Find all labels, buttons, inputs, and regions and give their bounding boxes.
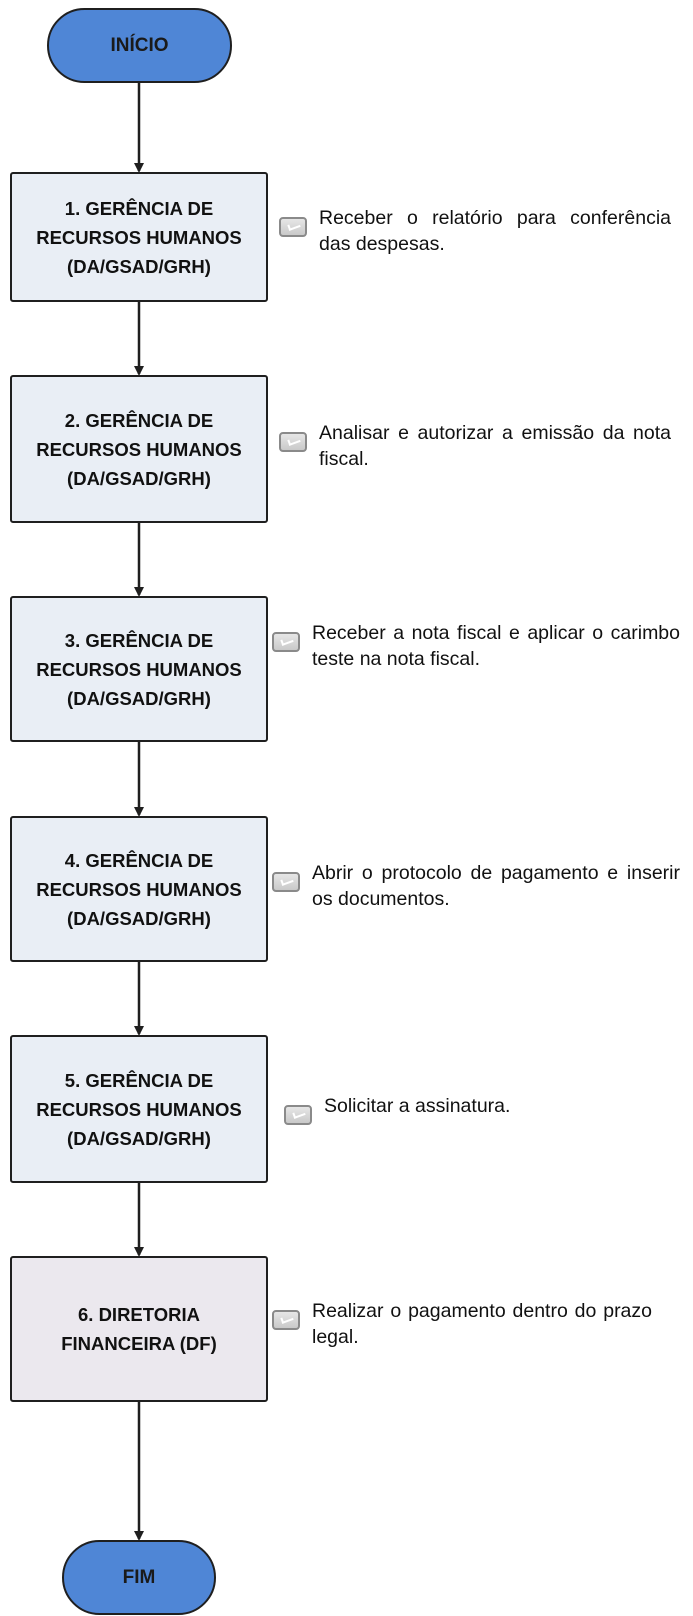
step-note-4: Abrir o protocolo de pagamento e inserir…: [272, 860, 680, 912]
end-label: FIM: [122, 1566, 156, 1588]
step-title: 1. GERÊNCIA DE RECURSOS HUMANOS (DA/GSAD/G…: [36, 194, 242, 281]
step-title: 6. DIRETORIA FINANCEIRA (DF): [61, 1300, 217, 1358]
step-box-4: 4. GERÊNCIA DE RECURSOS HUMANOS (DA/GSAD/G…: [10, 816, 268, 962]
step-title-line: 1. GERÊNCIA DE: [64, 197, 214, 219]
step-title-line: 2. GERÊNCIA DE: [64, 409, 214, 431]
step-title-line: (DA/GSAD/GRH): [67, 687, 211, 709]
start-label: INÍCIO: [110, 34, 169, 56]
step-box-6: 6. DIRETORIA FINANCEIRA (DF): [10, 1256, 268, 1402]
note-icon: [279, 217, 307, 237]
step-title-line: (DA/GSAD/GRH): [67, 907, 211, 929]
step-box-3: 3. GERÊNCIA DE RECURSOS HUMANOS (DA/GSAD/G…: [10, 596, 268, 742]
step-note-text: Realizar o pagamento dentro do prazo leg…: [312, 1300, 652, 1348]
step-title-line: RECURSOS HUMANOS: [36, 438, 242, 460]
step-title: 3. GERÊNCIA DE RECURSOS HUMANOS (DA/GSAD/G…: [36, 626, 242, 713]
step-title: 4. GERÊNCIA DE RECURSOS HUMANOS (DA/GSAD/G…: [36, 846, 242, 933]
step-box-1: 1. GERÊNCIA DE RECURSOS HUMANOS (DA/GSAD/G…: [10, 172, 268, 302]
step-title-line: FINANCEIRA (DF): [61, 1333, 217, 1354]
note-icon: [279, 432, 307, 452]
end-terminal: FIM: [62, 1540, 216, 1615]
step-box-2: 2. GERÊNCIA DE RECURSOS HUMANOS (DA/GSAD/G…: [10, 375, 268, 523]
step-title: 2. GERÊNCIA DE RECURSOS HUMANOS (DA/GSAD/G…: [36, 406, 242, 493]
step-title-line: (DA/GSAD/GRH): [67, 467, 211, 489]
step-title-line: RECURSOS HUMANOS: [36, 658, 242, 680]
step-note-text: Solicitar a assinatura.: [324, 1095, 511, 1117]
step-title: 5. GERÊNCIA DE RECURSOS HUMANOS (DA/GSAD/G…: [36, 1066, 242, 1153]
step-note-5: Solicitar a assinatura.: [284, 1093, 676, 1125]
step-note-1: Receber o relatório para conferência das…: [279, 205, 671, 257]
step-note-2: Analisar e autorizar a emissão da nota f…: [279, 420, 671, 472]
step-box-5: 5. GERÊNCIA DE RECURSOS HUMANOS (DA/GSAD/G…: [10, 1035, 268, 1183]
note-icon: [272, 632, 300, 652]
step-title-line: (DA/GSAD/GRH): [67, 255, 211, 277]
step-title-line: 3. GERÊNCIA DE: [64, 629, 214, 651]
start-terminal: INÍCIO: [47, 8, 232, 83]
note-icon: [272, 1310, 300, 1330]
step-title-line: RECURSOS HUMANOS: [36, 1098, 242, 1120]
step-title-line: RECURSOS HUMANOS: [36, 878, 242, 900]
step-title-line: 4. GERÊNCIA DE: [64, 849, 214, 871]
step-title-line: (DA/GSAD/GRH): [67, 1127, 211, 1149]
step-note-text: Receber o relatório para conferência das…: [319, 207, 671, 255]
step-note-text: Receber a nota fiscal e aplicar o carimb…: [312, 622, 680, 670]
step-note-text: Analisar e autorizar a emissão da nota f…: [319, 422, 671, 470]
step-note-3: Receber a nota fiscal e aplicar o carimb…: [272, 620, 680, 672]
step-title-line: RECURSOS HUMANOS: [36, 226, 242, 248]
step-title-line: 6. DIRETORIA: [78, 1304, 200, 1325]
step-title-line: 5. GERÊNCIA DE: [64, 1069, 214, 1091]
note-icon: [272, 872, 300, 892]
step-note-text: Abrir o protocolo de pagamento e inserir…: [312, 862, 680, 910]
step-note-6: Realizar o pagamento dentro do prazo leg…: [272, 1298, 652, 1350]
note-icon: [284, 1105, 312, 1125]
